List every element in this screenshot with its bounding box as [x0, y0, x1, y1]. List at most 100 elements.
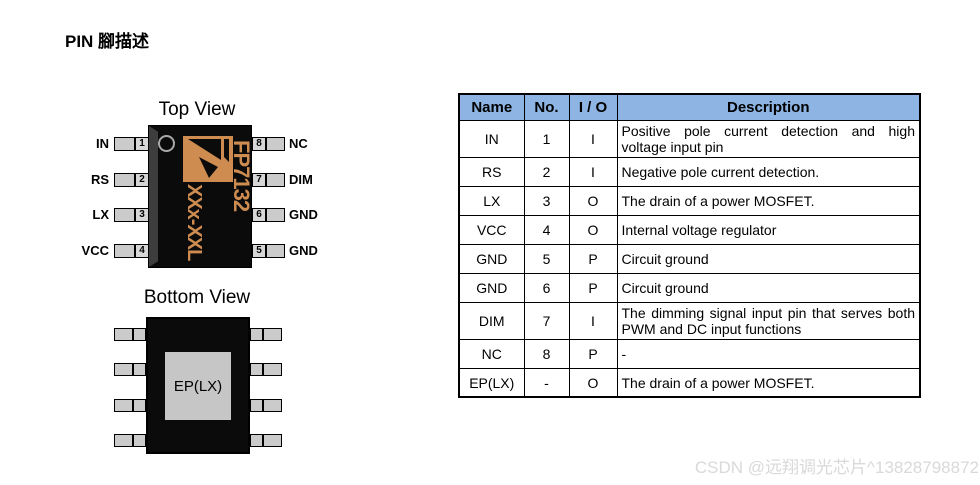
- pin-number-2: 2: [135, 173, 149, 187]
- table-cell: I: [568, 119, 618, 158]
- pin-lead: [266, 137, 285, 151]
- watermark: CSDN @远翔调光芯片^13828798872: [694, 458, 979, 477]
- bottom-pin-lead: [114, 434, 133, 447]
- table-cell: 4: [523, 214, 570, 245]
- pin-number-6: 6: [252, 208, 266, 222]
- chip-marking-lot-code: XXx-XXL: [183, 184, 205, 261]
- table-cell: 7: [523, 301, 570, 340]
- table-cell: The drain of a power MOSFET.: [616, 185, 921, 216]
- table-cell: IN: [458, 119, 525, 158]
- bottom-pin-lead: [133, 434, 146, 447]
- pin-lead: [266, 208, 285, 222]
- header-io: I / O: [568, 93, 618, 121]
- pin1-marker-icon: [158, 135, 175, 152]
- table-cell: 5: [523, 243, 570, 274]
- pin-number-1: 1: [135, 137, 149, 151]
- bottom-pin-lead: [133, 399, 146, 412]
- top-pin-label-in: IN: [96, 136, 109, 151]
- table-cell: O: [568, 367, 618, 398]
- pin-lead: [114, 137, 135, 151]
- pin-number-7: 7: [252, 173, 266, 187]
- exposed-pad: EP(LX): [163, 350, 233, 422]
- top-pin-label-nc: NC: [289, 136, 308, 151]
- bottom-pin-lead: [250, 328, 263, 341]
- bottom-pin-lead: [250, 434, 263, 447]
- bottom-pin-lead: [133, 363, 146, 376]
- pin-number-8: 8: [252, 137, 266, 151]
- header-description: Description: [616, 93, 921, 121]
- top-view-title: Top View: [158, 99, 236, 120]
- table-cell: Circuit ground: [616, 243, 921, 274]
- table-cell: P: [568, 338, 618, 369]
- top-pin-label-lx: LX: [92, 207, 109, 222]
- table-cell: -: [616, 338, 921, 369]
- pin-lead: [114, 173, 135, 187]
- bottom-pin-lead: [114, 328, 133, 341]
- table-cell: 2: [523, 156, 570, 187]
- header-no: No.: [523, 93, 570, 121]
- bottom-pin-lead: [263, 328, 282, 341]
- table-cell: EP(LX): [458, 367, 525, 398]
- table-cell: Circuit ground: [616, 272, 921, 303]
- pin-lead: [266, 173, 285, 187]
- table-cell: 6: [523, 272, 570, 303]
- exposed-pad-label: EP(LX): [173, 377, 223, 395]
- bottom-pin-lead: [114, 399, 133, 412]
- table-header-row: Name No. I / O Description: [458, 93, 921, 121]
- header-name: Name: [458, 93, 525, 121]
- table-cell: GND: [458, 243, 525, 274]
- table-cell: 8: [523, 338, 570, 369]
- table-cell: LX: [458, 185, 525, 216]
- chip-bevel-edge: [149, 126, 158, 267]
- bottom-pin-lead: [263, 399, 282, 412]
- table-cell: Internal voltage regulator: [616, 214, 921, 245]
- top-pin-label-gnd6: GND: [289, 207, 318, 222]
- table-cell: DIM: [458, 301, 525, 340]
- top-pin-label-vcc: VCC: [81, 243, 109, 258]
- page-title: PIN 腳描述: [65, 32, 150, 51]
- table-cell: O: [568, 185, 618, 216]
- bottom-pin-lead: [263, 363, 282, 376]
- table-cell: The dimming signal input pin that serves…: [616, 301, 921, 340]
- top-pin-label-rs: RS: [90, 172, 109, 187]
- table-cell: O: [568, 214, 618, 245]
- top-pin-label-gnd5: GND: [289, 243, 318, 258]
- pin-lead: [114, 208, 135, 222]
- bottom-pin-lead: [250, 363, 263, 376]
- pin-number-4: 4: [135, 244, 149, 258]
- brand-logo-icon: [183, 136, 233, 182]
- top-pin-label-dim: DIM: [289, 172, 313, 187]
- chip-marking-part-number: FP7132: [229, 140, 254, 212]
- pin-number-3: 3: [135, 208, 149, 222]
- table-cell: -: [523, 367, 570, 398]
- table-cell: 3: [523, 185, 570, 216]
- bottom-pin-lead: [263, 434, 282, 447]
- table-cell: I: [568, 156, 618, 187]
- pin-lead: [114, 244, 135, 258]
- table-cell: RS: [458, 156, 525, 187]
- table-cell: Positive pole current detection and high…: [616, 119, 921, 158]
- table-cell: The drain of a power MOSFET.: [616, 367, 921, 398]
- bottom-pin-lead: [114, 363, 133, 376]
- table-cell: 1: [523, 119, 570, 158]
- pin-lead: [266, 244, 285, 258]
- table-cell: I: [568, 301, 618, 340]
- table-cell: VCC: [458, 214, 525, 245]
- table-cell: GND: [458, 272, 525, 303]
- table-cell: P: [568, 243, 618, 274]
- bottom-view-title: Bottom View: [143, 287, 251, 308]
- bottom-pin-lead: [250, 399, 263, 412]
- table-cell: NC: [458, 338, 525, 369]
- table-cell: P: [568, 272, 618, 303]
